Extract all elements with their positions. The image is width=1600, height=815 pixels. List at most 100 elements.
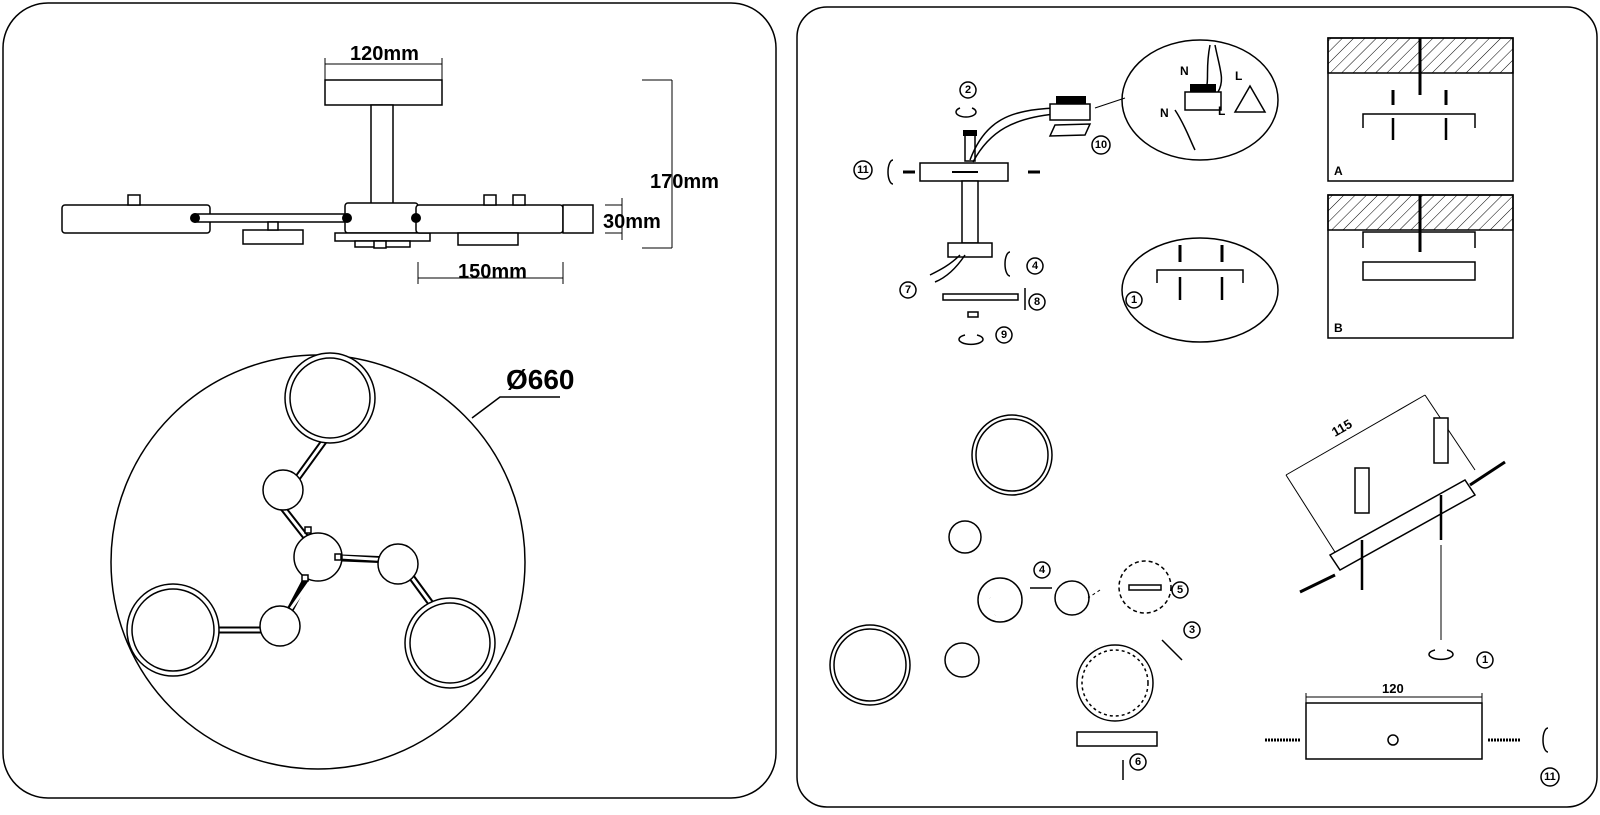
left-arm-tube xyxy=(194,213,346,223)
wire-n-bottom: N xyxy=(1160,106,1169,120)
right-panel-frame xyxy=(796,6,1598,808)
shade-plate xyxy=(942,293,1019,301)
bracket-isometric: 115 xyxy=(1285,394,1506,661)
supply-wires-2 xyxy=(972,113,1056,163)
terminal-block xyxy=(1049,103,1091,121)
detail-bubble-5 xyxy=(1118,560,1172,614)
hub-joint-left xyxy=(342,213,352,223)
step-4-badge-arm xyxy=(1033,561,1051,579)
joint-2 xyxy=(334,553,342,561)
step-6-badge xyxy=(1129,753,1147,771)
terminal-plate xyxy=(1048,123,1092,137)
ceiling-view-a: A xyxy=(1327,37,1514,182)
side-elevation-view: 120mm 170mm 30mm 150mm xyxy=(61,43,719,284)
bracket-bubble xyxy=(1121,237,1279,343)
right-arm-tab-2 xyxy=(512,194,526,206)
ring-left-outer xyxy=(126,583,220,677)
rotate-arrow-4 xyxy=(1004,251,1011,277)
dim-diameter: Ø660 xyxy=(506,364,575,395)
svg-text:4: 4 xyxy=(1039,564,1046,576)
bracket-callout xyxy=(1121,237,1279,343)
arm-sphere-right xyxy=(1054,580,1090,616)
step-9-badge xyxy=(995,326,1013,344)
svg-text:4: 4 xyxy=(1032,260,1039,272)
wire-l-top: L xyxy=(1235,69,1242,83)
fixture-box xyxy=(947,242,993,258)
rotate-arrow-11 xyxy=(887,159,894,185)
step-3-badge xyxy=(1183,621,1201,639)
svg-text:10: 10 xyxy=(1095,139,1107,151)
joint-3 xyxy=(301,574,309,582)
arm-ring-top xyxy=(971,414,1053,496)
svg-text:1: 1 xyxy=(1131,294,1137,306)
sphere-lower xyxy=(259,605,301,647)
mount-plate-6 xyxy=(1076,731,1158,747)
ring-right-outer xyxy=(404,597,496,689)
left-small-disc xyxy=(242,229,304,245)
rotate-arrow-2 xyxy=(955,107,977,118)
left-small-disc-cap xyxy=(267,221,279,231)
canopy-spring xyxy=(964,134,976,162)
ring-left-inner xyxy=(131,588,215,672)
step-11-badge-top xyxy=(853,160,873,180)
dim-canopy-width: 120mm xyxy=(350,43,419,65)
dim-arm-length: 150mm xyxy=(458,261,527,283)
dim-arm-height: 30mm xyxy=(603,211,661,233)
step-2-badge xyxy=(959,81,977,99)
bracket-dim-120: 120 xyxy=(1382,681,1404,696)
svg-text:9: 9 xyxy=(1001,329,1007,341)
view-label-b: B xyxy=(1334,321,1343,335)
wire-l-bottom: L xyxy=(1218,104,1225,118)
wire-n-top: N xyxy=(1180,64,1189,78)
hub-joint-right xyxy=(411,213,421,223)
step-8-badge xyxy=(1028,293,1046,311)
left-arm-tab xyxy=(127,194,141,206)
sphere-upper xyxy=(262,469,304,511)
svg-text:6: 6 xyxy=(1135,756,1141,768)
left-panel-frame xyxy=(2,2,777,799)
diameter-leader xyxy=(471,396,560,419)
joint-1 xyxy=(304,526,312,534)
step-4-badge-top xyxy=(1026,257,1044,275)
step-7-badge xyxy=(899,281,917,299)
small-part xyxy=(967,311,979,318)
dim-total-height: 170mm xyxy=(650,171,719,193)
svg-text:2: 2 xyxy=(965,84,971,96)
callout-terminal xyxy=(1184,91,1222,111)
right-arm-tab-1 xyxy=(483,194,497,206)
led-module xyxy=(1076,644,1154,722)
stem xyxy=(961,180,979,244)
center-hub xyxy=(344,202,419,234)
spring-clip xyxy=(963,130,977,136)
center-hub-base xyxy=(334,232,431,242)
center-hub-knob xyxy=(373,240,387,249)
left-joint xyxy=(190,213,200,223)
wiring-callout: N L N L xyxy=(1094,39,1279,161)
ceiling-view-b: B xyxy=(1327,194,1514,339)
ring-top-inner xyxy=(289,357,371,439)
svg-text:1: 1 xyxy=(1482,654,1488,666)
bracket-dim-115: 115 xyxy=(1329,416,1355,439)
arm-sphere-lower xyxy=(944,642,980,678)
step-1-badge-bracket xyxy=(1476,651,1494,669)
hazard-icon xyxy=(1233,84,1267,113)
sphere-center xyxy=(293,532,343,582)
right-arm-endcap xyxy=(562,204,594,234)
step-1-badge-callout xyxy=(1125,291,1143,309)
top-plan-view: Ø660 xyxy=(110,352,575,770)
svg-text:8: 8 xyxy=(1034,296,1040,308)
dimension-lines xyxy=(324,58,673,284)
svg-text:5: 5 xyxy=(1177,584,1183,596)
arm-ring-left xyxy=(829,624,911,706)
step-10-badge xyxy=(1091,135,1111,155)
canopy-stem xyxy=(370,104,394,206)
sphere-right xyxy=(377,543,419,585)
terminal-cap xyxy=(1056,96,1086,104)
view-label-a: A xyxy=(1334,164,1343,178)
left-arm-disc xyxy=(61,204,211,234)
arm-sphere-hub xyxy=(977,577,1023,623)
svg-text:11: 11 xyxy=(1544,771,1556,783)
arm-sphere-1 xyxy=(948,520,982,554)
svg-text:3: 3 xyxy=(1189,624,1195,636)
